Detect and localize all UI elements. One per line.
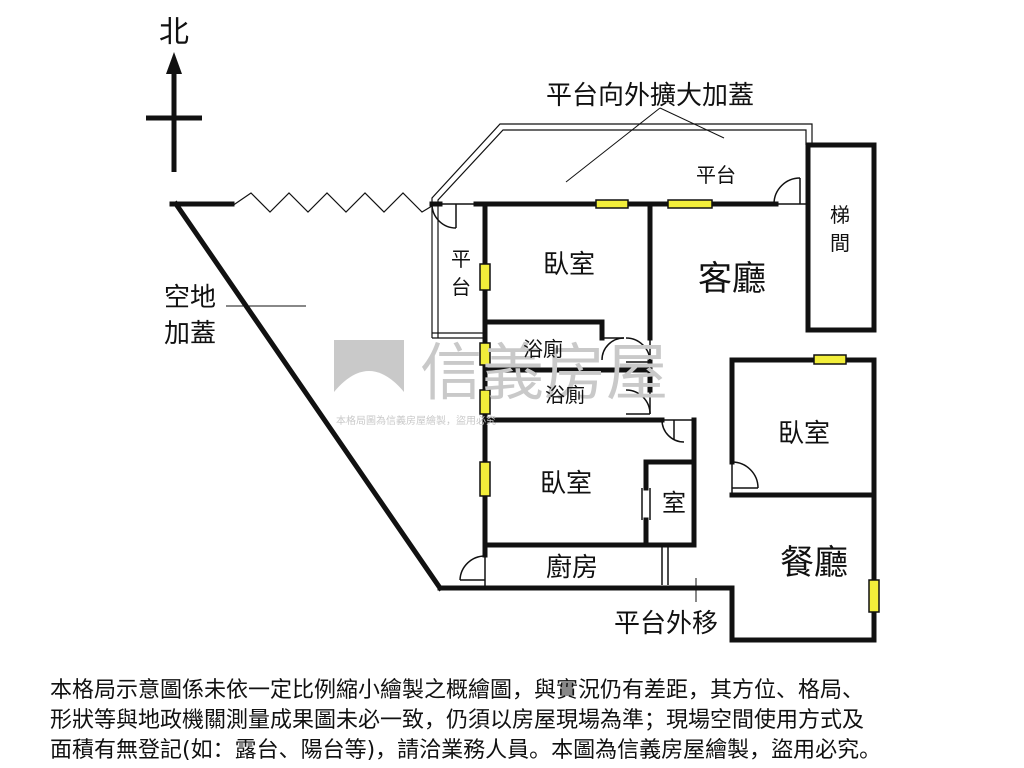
thin-walls: [484, 545, 669, 590]
north-arrow-icon: [146, 52, 202, 172]
open-space-label-2: 加蓋: [164, 319, 216, 349]
watermark-subtext: 本格局圖為信義房屋繪製，盜用必究: [336, 414, 496, 427]
window: [479, 461, 491, 497]
window: [595, 199, 629, 209]
open-space-label-1: 空地: [164, 283, 216, 313]
sliding-door-icon: [641, 488, 651, 520]
door-arc-icon: [625, 337, 651, 363]
window: [479, 263, 491, 291]
watermark: 信義房屋 本格局圖為信義房屋繪製，盜用必究: [334, 336, 668, 427]
windows: [479, 199, 880, 613]
platform-moved-label: 平台外移: [614, 609, 718, 639]
door-arc-icon: [661, 419, 694, 443]
window: [813, 354, 847, 365]
brand-logo-icon: [334, 371, 404, 402]
room-platform-top: 平台: [696, 163, 736, 187]
leader-lines: [226, 107, 725, 602]
walls: [169, 142, 877, 643]
platform-extension-label: 平台向外擴大加蓋: [546, 81, 754, 111]
room-platform-left-2: 台: [451, 275, 471, 299]
window: [479, 389, 491, 415]
room-bedroom-3: 臥室: [778, 419, 830, 449]
platform-outline: [431, 123, 813, 339]
room-stairs-1: 梯: [830, 203, 850, 227]
room-platform-left-1: 平: [451, 247, 471, 271]
disclaimer-text: 本格局示意圖係未依一定比例縮小繪製之概繪圖，與實況仍有差距，其方位、格局、 形狀…: [50, 678, 882, 763]
room-living-room: 客廳: [698, 259, 766, 299]
door-arc-icon: [625, 389, 651, 415]
zigzag-opening: [231, 192, 433, 213]
watermark-brand: 信義房屋: [420, 336, 668, 409]
door-arc-icon: [431, 203, 476, 229]
door-arc-icon: [601, 337, 625, 361]
window: [667, 199, 713, 209]
door-arc-icon: [731, 461, 759, 495]
room-small: 室: [662, 489, 686, 517]
room-stairs-2: 間: [830, 231, 850, 255]
window: [868, 579, 880, 613]
room-dining-room: 餐廳: [780, 543, 848, 583]
doors: [431, 177, 808, 581]
window: [479, 342, 491, 366]
room-bath-2: 浴廁: [545, 383, 585, 407]
room-bedroom-2: 臥室: [540, 469, 592, 499]
north-label: 北: [159, 15, 189, 50]
door-arc-icon: [459, 555, 486, 581]
room-bath-1: 浴廁: [523, 337, 563, 361]
room-kitchen: 廚房: [546, 553, 598, 583]
room-bedroom-1: 臥室: [543, 250, 595, 280]
door-arc-icon: [773, 177, 808, 205]
floor-plan-diagram: 北: [146, 15, 880, 643]
